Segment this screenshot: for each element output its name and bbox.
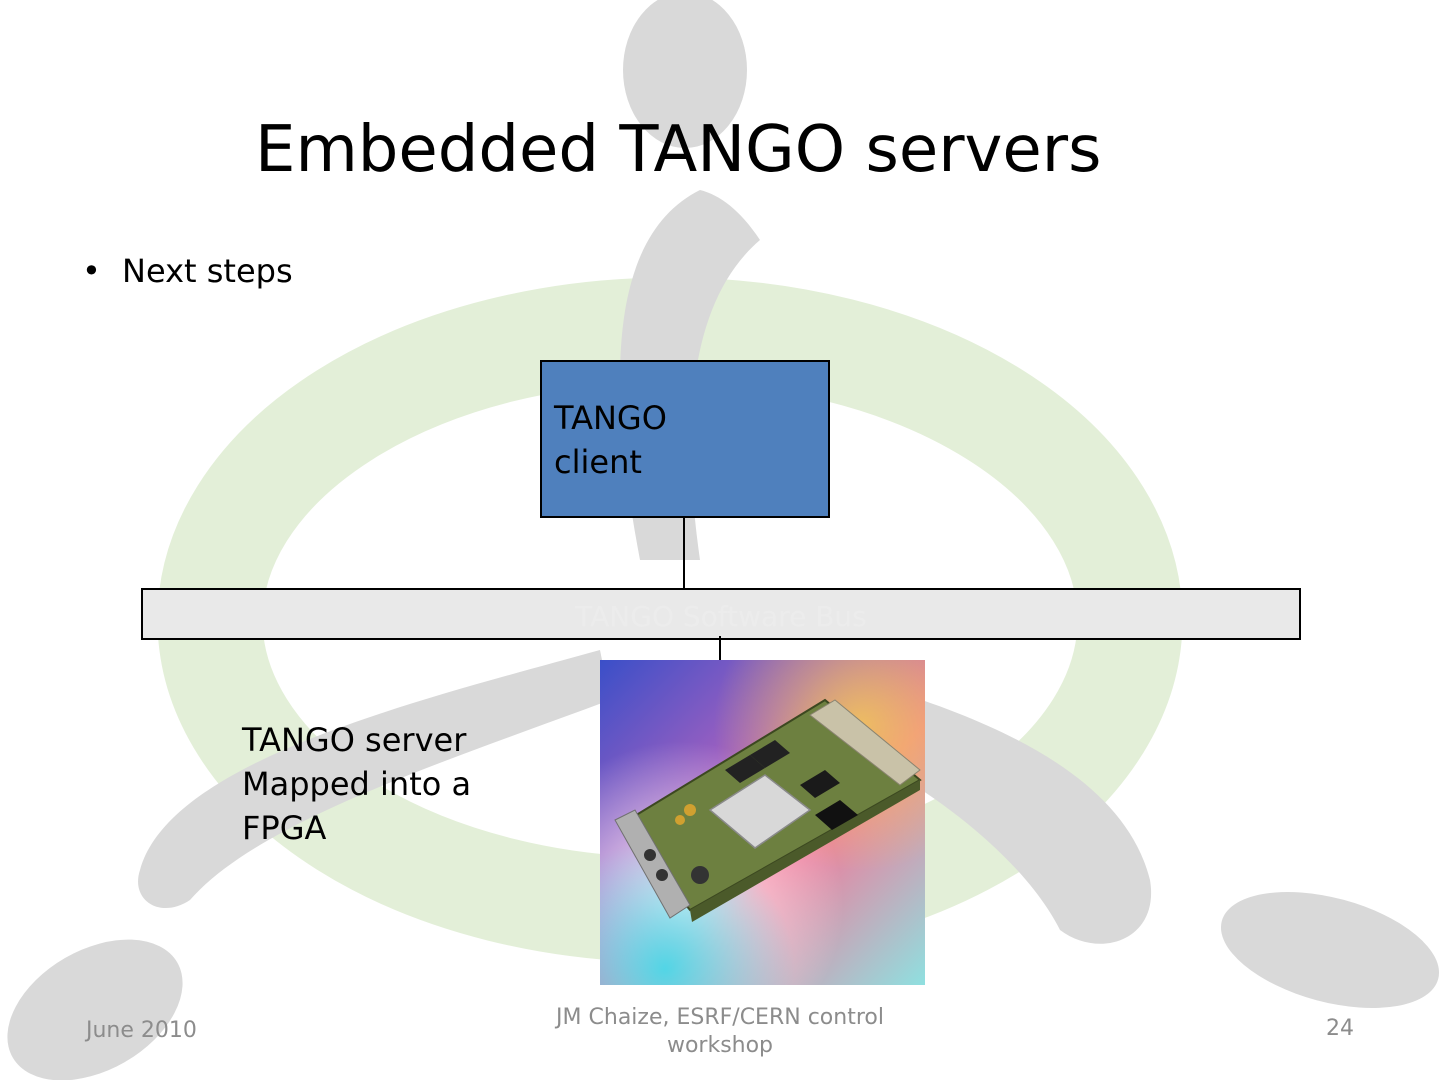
client-label-line-1: TANGO <box>554 399 667 437</box>
bus-label: TANGO Software Bus <box>575 600 867 633</box>
footer-date: June 2010 <box>86 1018 197 1043</box>
tango-server-label: TANGO server Mapped into a FPGA <box>242 718 471 850</box>
footer-author-line-2: workshop <box>666 1033 774 1058</box>
tango-client-label: TANGO client <box>554 396 667 484</box>
server-label-line-1: TANGO server <box>242 721 467 759</box>
client-label-line-2: client <box>554 443 642 481</box>
footer-author-line-1: JM Chaize, ESRF/CERN control <box>556 1005 884 1030</box>
bullet-text: Next steps <box>122 252 293 290</box>
bullet-item: • Next steps <box>82 252 293 290</box>
footer-author: JM Chaize, ESRF/CERN control workshop <box>520 1004 920 1060</box>
footer-page-number: 24 <box>1326 1016 1354 1041</box>
server-label-line-3: FPGA <box>242 809 327 847</box>
fpga-board-photo-icon <box>600 660 925 985</box>
bullet-icon: • <box>82 252 101 290</box>
tango-software-bus: TANGO Software Bus <box>141 588 1301 640</box>
client-bus-connector <box>683 516 685 588</box>
server-label-line-2: Mapped into a <box>242 765 472 803</box>
tango-client-box <box>540 360 830 518</box>
slide-title: Embedded TANGO servers <box>255 113 1102 187</box>
bus-server-connector <box>719 636 721 662</box>
